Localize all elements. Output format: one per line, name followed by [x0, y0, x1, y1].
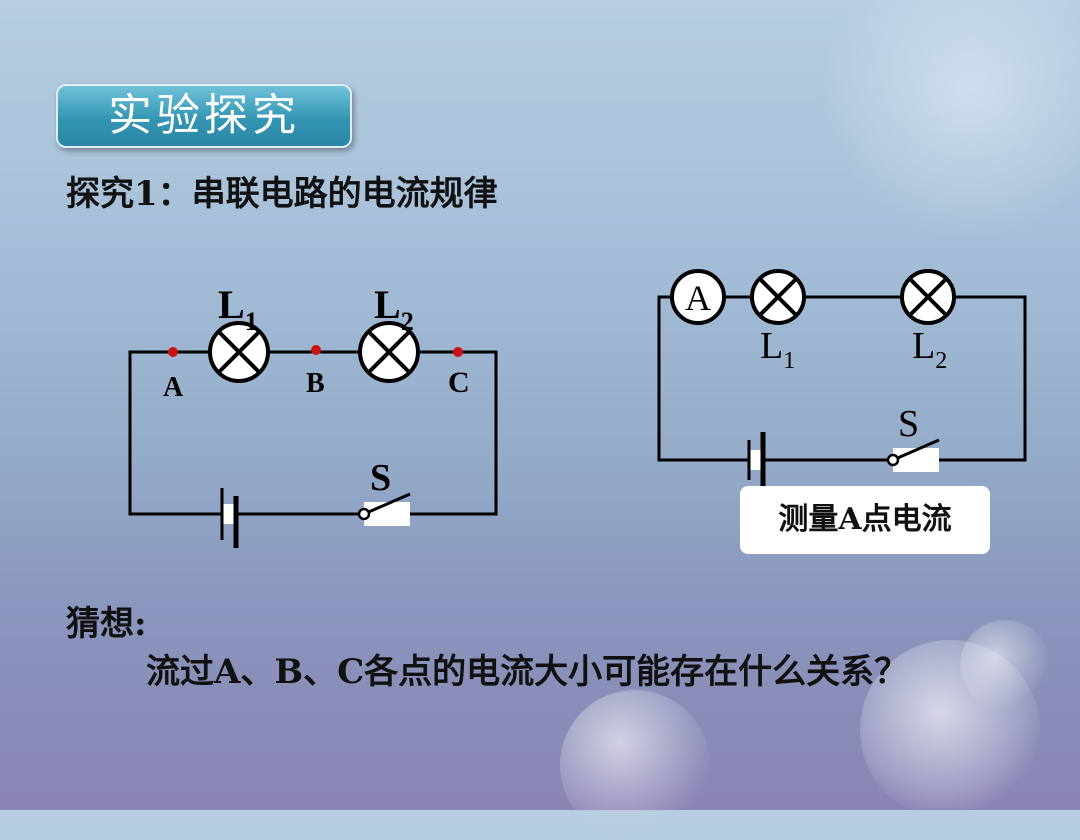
section-title: 实验探究	[56, 84, 352, 148]
circuit-1-lamp-2-label: L2	[374, 282, 414, 336]
guess-text: 流过A、B、C各点的电流大小可能存在什么关系？	[146, 652, 909, 692]
circuit-2-wire-left	[657, 295, 748, 462]
point-a-label: A	[163, 372, 184, 403]
circuit-1-lamp-1-label: L1	[218, 282, 258, 336]
circuit-2-battery	[747, 432, 766, 488]
ammeter-label: A	[685, 278, 711, 318]
circuit-1-switch	[357, 492, 411, 526]
circuit-1-lamp-2	[358, 321, 420, 383]
measure-caption: 测量A点电流	[740, 486, 990, 554]
circuit-2-wire-right	[939, 295, 1027, 462]
circuit-1-switch-label: S	[370, 457, 391, 499]
point-c-label: C	[448, 366, 470, 399]
circuit-2	[657, 295, 1027, 462]
circuit-1-lamp-1	[208, 321, 270, 383]
point-b-label: B	[306, 368, 325, 399]
circuit-2-switch-label: S	[898, 403, 919, 445]
circuit-2-lamp-1	[750, 269, 806, 325]
point-b-dot	[311, 345, 321, 355]
circuit-2-lamp-2	[900, 269, 956, 325]
guess-title: 猜想:	[66, 604, 147, 644]
circuit-diagrams: L1 L2 A B C S A L1 L2 S	[128, 269, 1027, 548]
point-c-dot	[453, 347, 463, 357]
circuit-2-lamp-1-label: L1	[760, 325, 795, 374]
circuit-2-switch	[886, 438, 940, 472]
circuit-1-battery	[220, 488, 239, 548]
heading: 探究1：串联电路的电流规律	[66, 174, 498, 214]
ammeter: A	[670, 269, 726, 325]
circuit-2-lamp-2-label: L2	[912, 325, 947, 374]
point-a-dot	[168, 347, 178, 357]
